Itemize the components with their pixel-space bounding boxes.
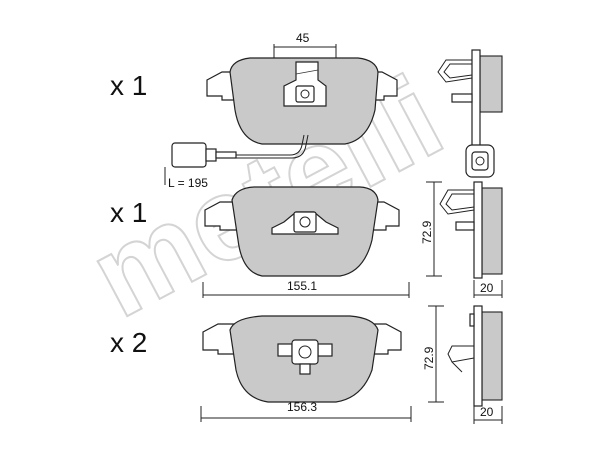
row-3-height-label: 72.9 [422, 346, 436, 370]
row-2-width-label: 155.1 [287, 279, 317, 293]
row-2-width-dimension: 155.1 [202, 279, 410, 298]
row-1-center-bracket [283, 61, 327, 107]
row-1-width-dimension: 45 [273, 31, 337, 62]
row-3-thickness-label: 20 [480, 405, 494, 419]
row-3-center-clip [277, 339, 333, 375]
row-2-height-dimension: 72.9 [420, 181, 442, 277]
row-2-thickness-label: 20 [480, 281, 494, 295]
row-3-height-dimension: 72.9 [422, 305, 444, 403]
row-2-quantity: x 1 [110, 197, 147, 228]
row-3-width-dimension: 156.3 [200, 400, 412, 422]
row-2-side-view [439, 181, 503, 279]
row-2-height-label: 72.9 [420, 220, 434, 244]
row-1-quantity: x 1 [110, 70, 147, 101]
row-1-pad-assembly: x 1 45 L = 195 [110, 31, 503, 190]
row-2-thickness-dimension: 20 [473, 280, 503, 298]
row-1-sensor-length-label: L = 195 [168, 176, 208, 190]
row-1-wear-sensor: L = 195 [164, 134, 309, 190]
row-3-width-label: 156.3 [287, 400, 317, 414]
row-1-side-view [437, 49, 503, 178]
row-2-pad-assembly: x 1 155.1 72.9 [110, 181, 503, 298]
row-3-pad-assembly: x 2 156.3 72.9 [110, 305, 503, 424]
row-3-thickness-dimension: 20 [473, 405, 503, 424]
row-3-side-view [447, 305, 503, 407]
row-3-quantity: x 2 [110, 327, 147, 358]
row-1-width-label: 45 [296, 31, 310, 45]
